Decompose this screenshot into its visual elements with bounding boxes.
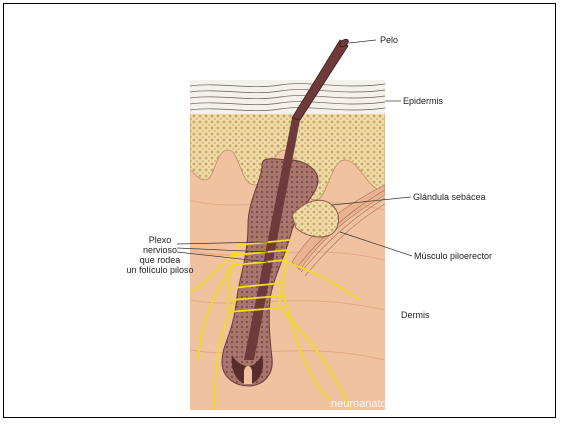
label-dermis: Dermis <box>401 310 430 320</box>
label-glandula-sebacea: Glándula sebácea <box>413 192 486 202</box>
watermark: neuroanatomia.info© 2013 <box>331 398 461 410</box>
label-plexo-line4: un folículo piloso <box>126 265 193 275</box>
label-epidermis: Epidermis <box>403 96 444 106</box>
label-musculo-piloerector: Músculo piloerector <box>414 251 492 261</box>
label-plexo-line2: nervioso <box>143 245 177 255</box>
label-pelo: Pelo <box>380 35 398 45</box>
label-plexo-line1: Plexo <box>149 235 172 245</box>
skin-block <box>190 80 385 410</box>
label-plexo-line3: que rodea <box>140 255 181 265</box>
